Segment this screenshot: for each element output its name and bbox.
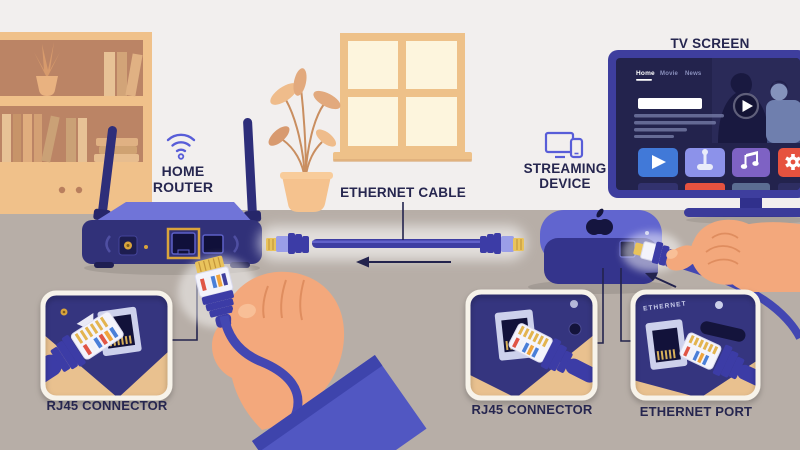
tv-text-lines xyxy=(634,114,724,138)
router-led xyxy=(144,245,148,249)
rj45-connector-device-label: RJ45 CONNECTOR xyxy=(471,402,593,417)
tv xyxy=(608,50,800,224)
streaming-device-label: STREAMING DEVICE xyxy=(523,161,607,192)
music-note-icon xyxy=(740,151,759,169)
thumbnail xyxy=(238,303,256,319)
tv-nav-movie: Movie xyxy=(660,70,679,77)
tile-row2 xyxy=(732,183,770,190)
home-router xyxy=(82,118,262,275)
joystick-icon xyxy=(697,149,713,170)
sleeve xyxy=(252,354,427,450)
arrow-left-icon xyxy=(356,256,451,268)
cable-connector-right xyxy=(480,233,524,254)
home-router-label: HOME ROUTER xyxy=(152,163,214,195)
router-power-port xyxy=(118,235,138,256)
ethernet-cable-label: ETHERNET CABLE xyxy=(340,185,466,200)
tile-row2 xyxy=(638,183,678,190)
cable-connector-left xyxy=(266,233,309,254)
device-cable xyxy=(670,258,800,340)
tv-nav-news: News xyxy=(685,70,702,77)
window xyxy=(333,33,472,162)
ethernet-cable xyxy=(258,226,526,260)
leader-line-inset3 xyxy=(620,268,631,342)
ethernet-port-label: ETHERNET PORT xyxy=(639,404,753,419)
bookshelf xyxy=(0,32,152,214)
arrow-to-port-icon xyxy=(645,272,677,288)
tile-row2 xyxy=(778,183,800,190)
inset-rj45-connector-router xyxy=(40,290,173,401)
inset-rj45-connector-device xyxy=(465,289,598,401)
wifi-signal-icon xyxy=(160,127,202,166)
tile-music-app xyxy=(732,148,770,177)
rj45-connector-router-label: RJ45 CONNECTOR xyxy=(46,398,168,413)
screen-mirroring-icon xyxy=(541,128,587,167)
router-ethernet-port-highlighted xyxy=(166,227,201,260)
leader-line-inset2 xyxy=(597,268,604,344)
tv-hero-person-2 xyxy=(766,80,800,143)
hand-right xyxy=(666,219,800,292)
play-icon xyxy=(652,155,666,169)
tv-nav-underline xyxy=(636,79,652,81)
potted-plant xyxy=(268,68,341,212)
tv-screen-label: TV SCREEN xyxy=(670,36,750,51)
tile-row2 xyxy=(685,183,725,190)
tv-search-bar xyxy=(638,98,702,109)
tv-nav-home: Home xyxy=(636,70,655,77)
apple-logo-icon xyxy=(586,208,613,235)
inset-ethernet-port xyxy=(630,289,761,401)
play-circle-icon xyxy=(732,92,760,120)
gear-icon xyxy=(785,154,800,170)
router-ethernet-port-2 xyxy=(202,234,224,254)
